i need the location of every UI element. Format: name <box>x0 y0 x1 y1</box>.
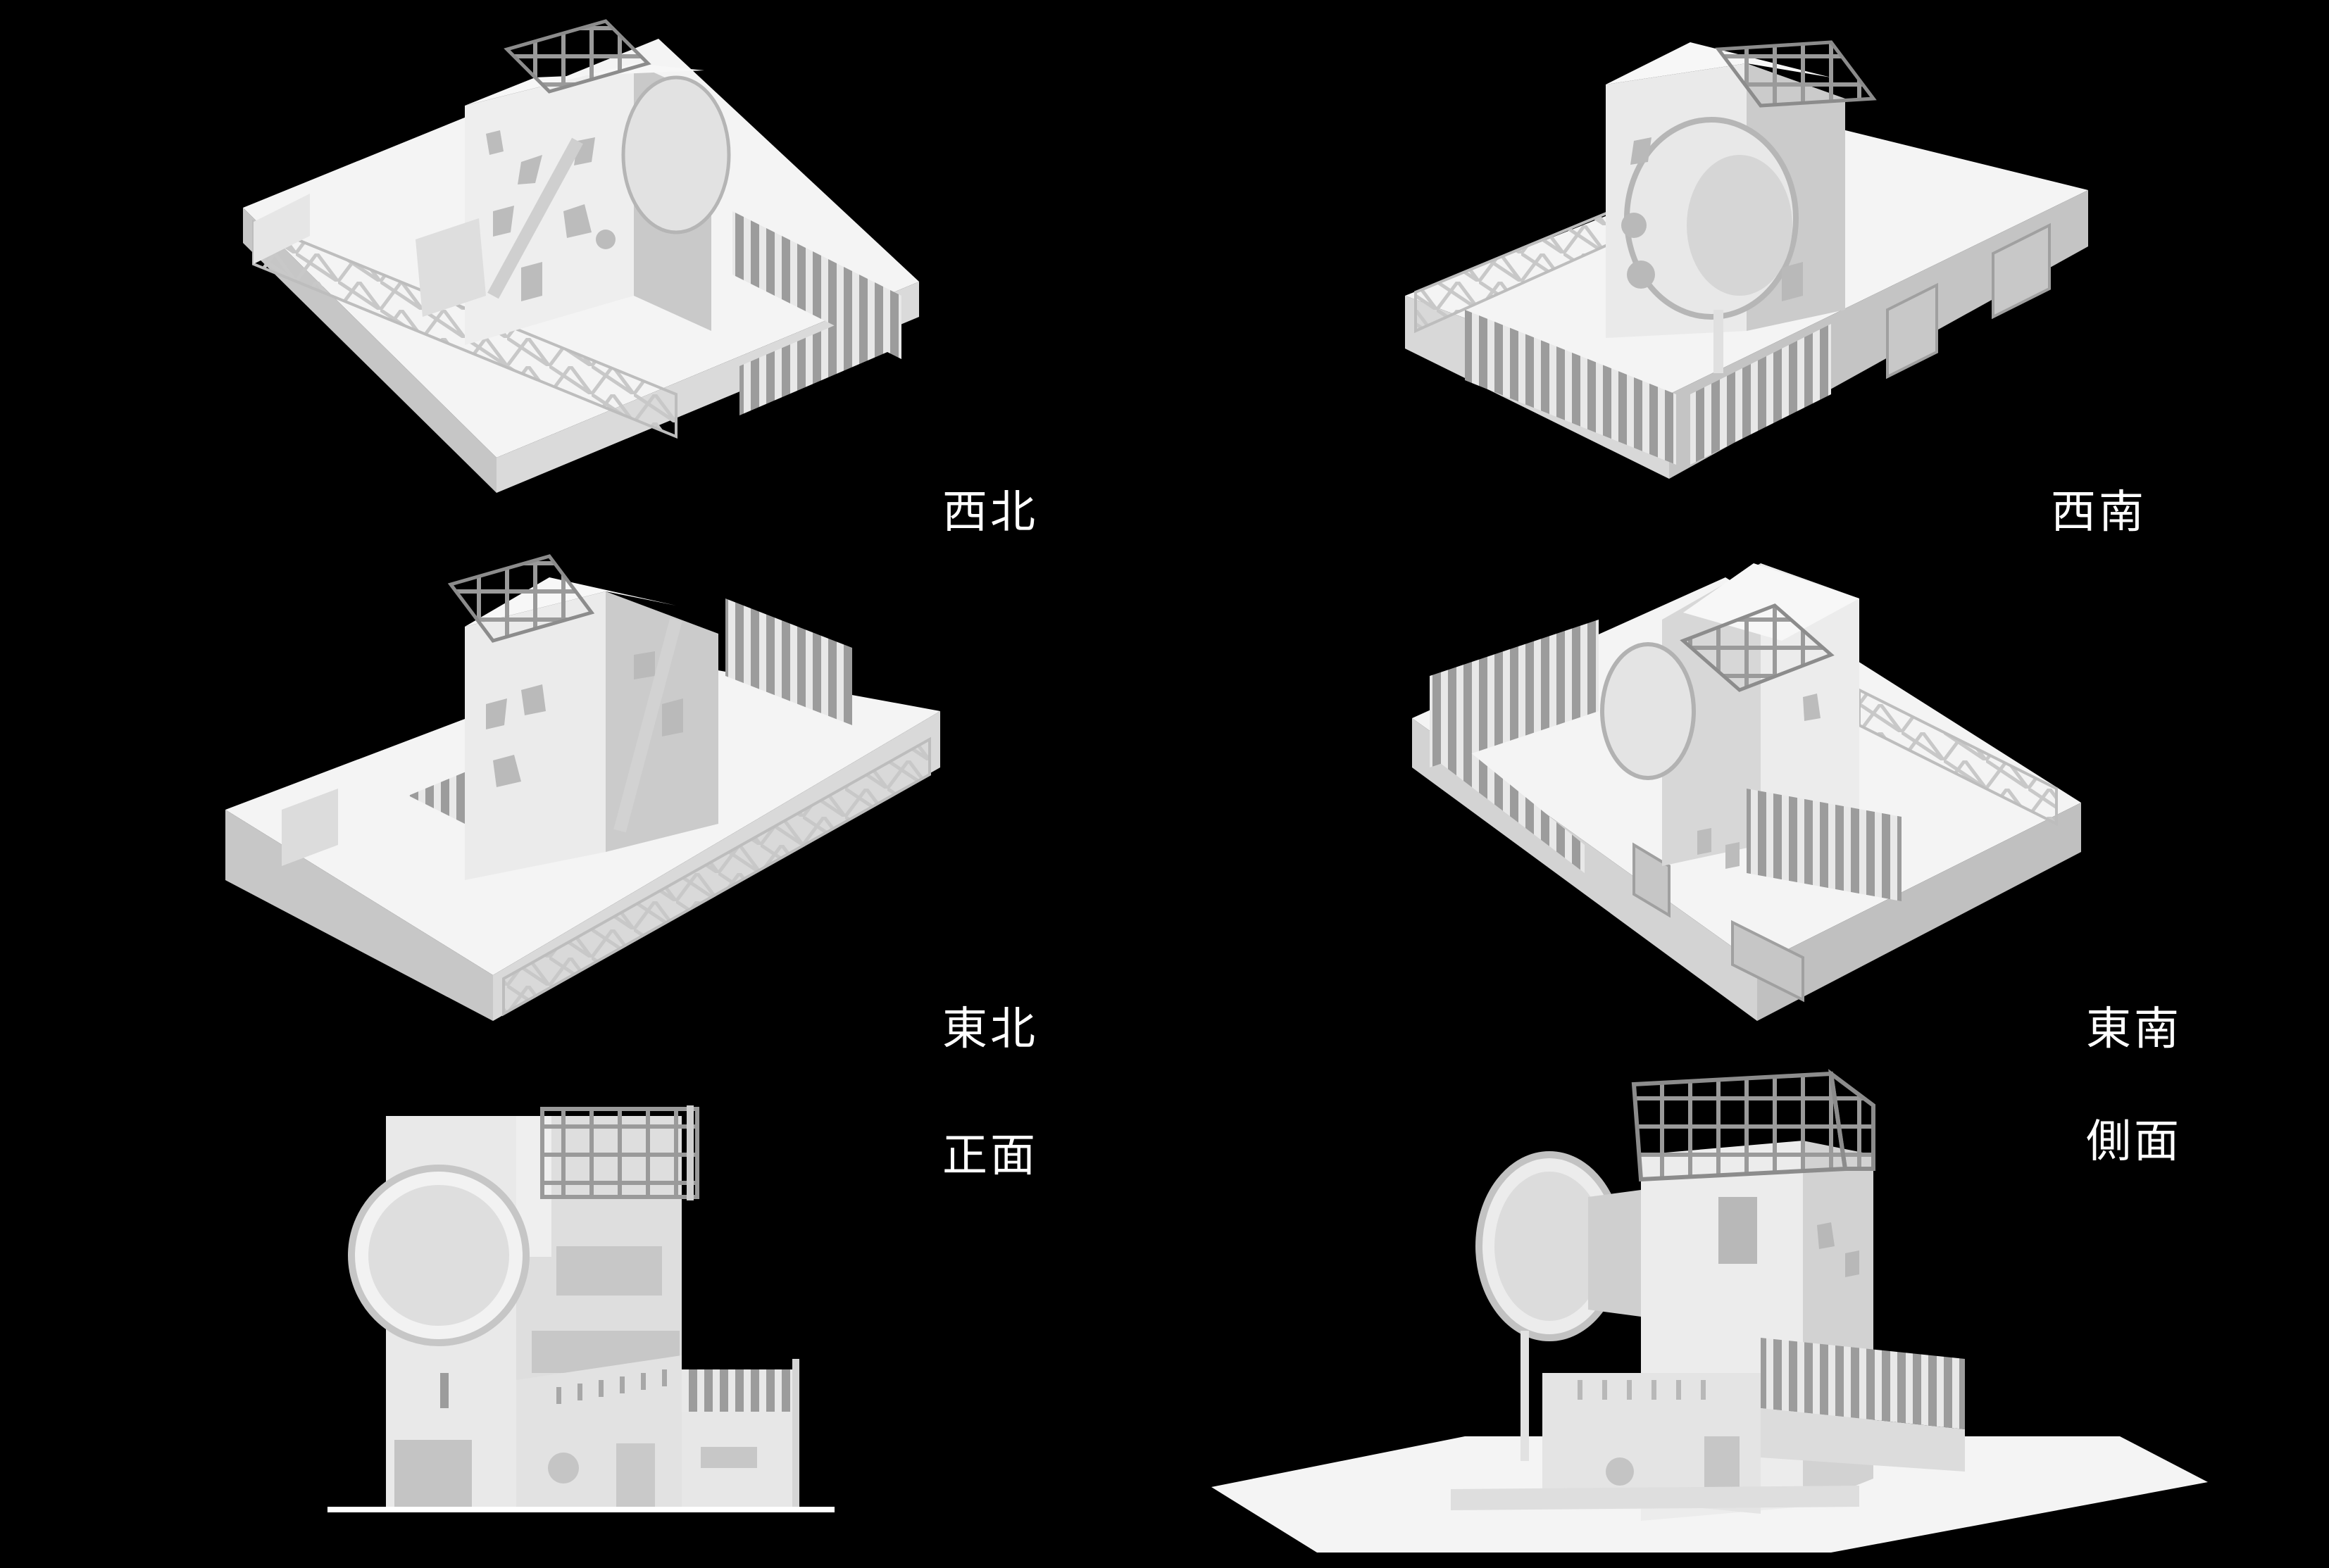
view-side-perspective <box>1211 1069 2208 1553</box>
view-label-front: 正面 <box>942 1130 1038 1182</box>
view-front-elevation <box>327 1105 835 1512</box>
view-label-southeast: 東南 <box>2086 1003 2182 1055</box>
view-northeast-model <box>225 554 940 1021</box>
view-label-southwest: 西南 <box>2051 487 2147 539</box>
view-northwest-model <box>243 19 919 493</box>
view-southeast-model <box>1412 563 2081 1021</box>
view-label-side: 側面 <box>2086 1116 2182 1168</box>
view-label-northwest: 西北 <box>942 487 1038 539</box>
view-southwest-model <box>1405 40 2088 479</box>
view-label-northeast: 東北 <box>942 1003 1038 1055</box>
